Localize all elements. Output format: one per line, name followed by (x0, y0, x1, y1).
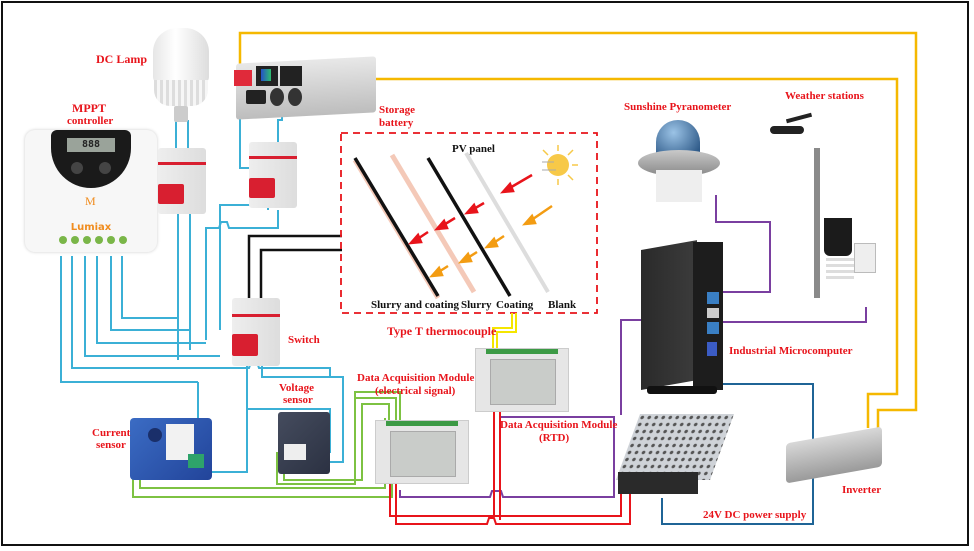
sunshine-pyranometer (638, 120, 720, 204)
mppt-terminals (59, 236, 127, 244)
pv-samples (352, 151, 550, 300)
dc-lamp-icon (150, 28, 212, 123)
breaker-lamp[interactable] (158, 148, 206, 214)
label-pv-panel: PV panel (452, 143, 495, 155)
label-storage-line1: Storage (379, 104, 416, 116)
industrial-microcomputer (641, 240, 723, 400)
pv-sample-label-2: Coating (496, 299, 534, 311)
yellow-wire-outer (238, 31, 918, 428)
switch-breaker[interactable] (232, 298, 280, 366)
voltage-sensor (278, 412, 330, 474)
label-daq-elec-line1: Data Acquisition Module (357, 372, 475, 384)
pv-sample-slurry-and-coating (353, 157, 440, 297)
label-switch: Switch (288, 334, 320, 346)
pv-sample-label-1: Slurry (461, 299, 492, 311)
usb-port-lower[interactable] (707, 322, 719, 334)
label-mppt-line1: MPPT (72, 101, 106, 115)
ethernet-port[interactable] (707, 308, 719, 318)
label-storage-line2: battery (379, 117, 414, 129)
label-weather-stations: Weather stations (785, 90, 864, 102)
ac-power-wires (238, 31, 918, 428)
irradiance-arrows (407, 173, 553, 278)
pv-sample-coating (426, 157, 512, 297)
pv-sample-label-3: Blank (548, 299, 577, 311)
pv-sample-label-0: Slurry and coating (371, 299, 460, 311)
dc-power-supply (615, 414, 735, 504)
sun-icon (542, 145, 578, 185)
yellow-wire-inner (286, 77, 899, 428)
label-dc-lamp: DC Lamp (96, 52, 148, 66)
mppt-display: 888 (67, 138, 115, 152)
pv-sample-blank (464, 151, 550, 294)
label-power-supply: 24V DC power supply (703, 509, 807, 521)
label-daq-rtd-line1: Data Acquisition Module (500, 419, 618, 431)
label-inverter: Inverter (842, 484, 882, 496)
thermocouple-wires (492, 313, 517, 350)
label-daq-elec-line2: (electrical signal) (375, 385, 456, 397)
storage-battery (234, 48, 376, 120)
daq-module-rtd (475, 348, 569, 412)
panel-wires (247, 234, 342, 300)
label-voltage-line1: Voltage (279, 382, 315, 394)
mppt-controller: 888 M Lumiax (25, 130, 157, 252)
label-current-line2: sensor (96, 439, 126, 451)
label-daq-rtd-line2: (RTD) (539, 432, 570, 444)
weather-station (766, 108, 876, 298)
label-voltage-line2: sensor (283, 394, 313, 406)
breaker-battery[interactable] (249, 142, 297, 208)
pc-power-wire (661, 383, 814, 525)
label-mppt-line2: controller (67, 115, 114, 127)
usb-port-upper[interactable] (707, 292, 719, 304)
label-sunshine-pyranometer: Sunshine Pyranometer (624, 101, 732, 113)
label-industrial-microcomputer: Industrial Microcomputer (729, 345, 853, 357)
pv-sample-slurry (389, 153, 477, 294)
daq-module-electrical (375, 420, 469, 484)
label-type-t-thermocouple: Type T thermocouple (387, 324, 497, 338)
current-sensor (130, 418, 212, 480)
inverter (786, 425, 882, 484)
mppt-logo-icon: M (85, 194, 96, 208)
pv-panel-box (340, 132, 598, 314)
mppt-brand: Lumiax (70, 222, 112, 233)
label-current-line1: Current (92, 427, 131, 439)
